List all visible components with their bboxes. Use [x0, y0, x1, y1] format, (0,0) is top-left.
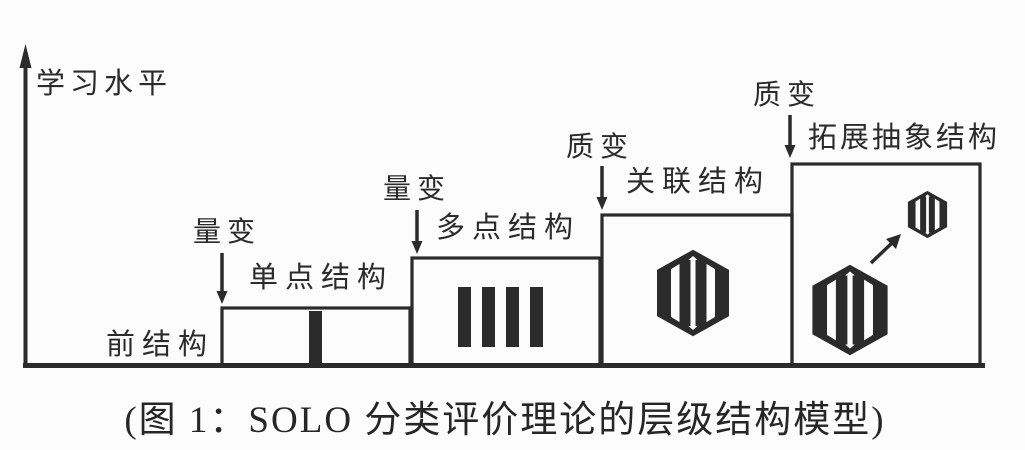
level-label-prestructural: 前结构 — [106, 329, 215, 361]
step-box-unistructural — [220, 306, 412, 368]
step-box-multistructural — [410, 256, 602, 368]
y-axis-arrowhead-icon — [19, 44, 32, 68]
bar-icon — [530, 287, 543, 347]
extended-hexagon-icon — [814, 267, 885, 353]
step-box-extended-abstract — [790, 162, 982, 368]
transition-label-quantitative-2: 量变 — [383, 174, 452, 205]
four-bars-icon — [458, 287, 543, 347]
quantitative-change-arrow-1 — [216, 253, 228, 304]
satellite-hexagon-icon — [907, 191, 948, 238]
single-bar-icon — [309, 311, 322, 364]
level-label-relational: 关联结构 — [626, 166, 771, 198]
bar-icon — [506, 287, 519, 347]
level-label-extended-abstract: 拓展抽象结构 — [808, 122, 1001, 154]
level-label-unistructural: 单点结构 — [249, 262, 394, 294]
transition-label-qualitative-1: 质变 — [566, 132, 635, 163]
bar-icon — [458, 287, 471, 347]
figure-caption: (图 1：SOLO 分类评价理论的层级结构模型) — [124, 400, 886, 441]
bar-icon — [482, 287, 495, 347]
qualitative-change-arrow-1 — [596, 166, 608, 210]
qualitative-change-arrow-2 — [784, 115, 796, 158]
y-axis-label: 学习水平 — [36, 68, 173, 100]
quantitative-change-arrow-2 — [411, 210, 423, 254]
level-label-multistructural: 多点结构 — [436, 212, 581, 244]
abstraction-arrow-line — [869, 240, 895, 265]
relational-hexagon-icon — [657, 250, 729, 336]
transition-label-quantitative-1: 量变 — [193, 217, 262, 248]
abstraction-arrowhead-icon — [886, 234, 901, 249]
transition-label-qualitative-2: 质变 — [753, 80, 822, 111]
